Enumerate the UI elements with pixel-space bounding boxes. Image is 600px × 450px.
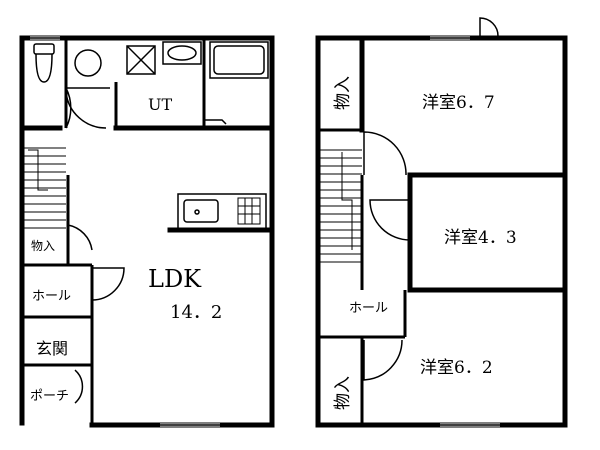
ldk-size-label: 14．2 — [170, 302, 222, 323]
floor-2-stairs-icon — [320, 149, 362, 263]
wash-basin-icon — [162, 41, 202, 65]
floor-1 — [19, 35, 275, 428]
ut-door-swing — [65, 91, 107, 129]
floor-2-door-swings — [363, 17, 499, 381]
floor-1-stairs-icon — [24, 147, 66, 229]
floor-2-windows — [430, 36, 500, 427]
floor-1-walls — [19, 35, 275, 428]
porch-label: ポーチ — [30, 389, 69, 404]
bedroom2-label: 洋室4．3 — [444, 228, 517, 248]
hall-label: ホール — [32, 289, 71, 304]
entrance-label: 玄関 — [36, 339, 68, 358]
drain-icon — [126, 45, 156, 75]
kitchen-counter-icon — [177, 193, 267, 231]
floor-1-partitions — [22, 40, 206, 425]
bedroom3-label: 洋室6．2 — [420, 358, 493, 378]
storage-door-swing — [67, 224, 93, 251]
balcony-door-swing — [479, 17, 499, 37]
storage-top-label: 物入 — [333, 76, 353, 110]
ut-sliding-door — [204, 119, 227, 125]
washing-machine-icon — [74, 49, 102, 77]
ldk-label: LDK — [148, 265, 202, 293]
bedroom1-label: 洋室6．7 — [422, 93, 495, 113]
toilet-icon — [33, 43, 55, 83]
bathtub-icon — [209, 41, 269, 79]
storage-bottom-label: 物入 — [333, 376, 353, 410]
stove-icon — [237, 197, 261, 225]
storage-label: 物入 — [31, 239, 55, 253]
room-labels: UT LDK 14．2 物入 ホール 玄関 ポーチ 物入 物入 洋室6．7 洋室… — [30, 76, 517, 410]
floor-1-windows — [30, 36, 220, 427]
bedroom1-door-swing — [363, 131, 407, 176]
bedroom2-door-swing — [369, 199, 411, 241]
floor2-hall-label: ホール — [349, 301, 388, 316]
toilet-door-swing — [65, 87, 110, 129]
storage-bottom-door-swing — [363, 339, 403, 381]
hall-door-swing — [91, 267, 125, 301]
ut-label: UT — [148, 95, 172, 114]
floor-1-door-swings — [65, 87, 227, 404]
porch-door-swing — [74, 369, 84, 404]
floor-2 — [315, 17, 568, 428]
floor-1-fixtures — [33, 41, 269, 231]
floor-2-partitions — [318, 128, 407, 425]
